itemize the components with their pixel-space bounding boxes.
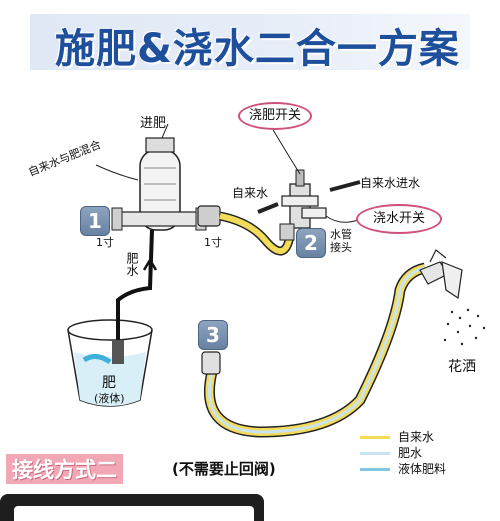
label-thread-left: 1寸: [96, 236, 114, 249]
fertilizer-injector: [111, 137, 207, 231]
section-subtitle: (不需要止回阀): [172, 460, 276, 478]
fertilizer-bucket: [67, 319, 153, 407]
tap-symbol-right: [329, 180, 361, 192]
tap-symbol-left: [257, 202, 279, 214]
legend-swatch-fert-water: [360, 452, 390, 455]
section-title: 接线方式二: [6, 454, 123, 484]
label-fert-switch: 浇肥开关: [238, 102, 312, 130]
legend-swatch-tap: [360, 436, 390, 439]
sprinkler-nozzle: [419, 249, 463, 300]
title-band: [30, 14, 470, 70]
step-badge-2: 2: [296, 228, 326, 258]
legend-swatch-liquid: [360, 468, 390, 471]
legend-label-tap: 自来水: [398, 430, 435, 444]
legend-label-liquid: 液体肥料: [398, 462, 447, 476]
label-fertilizer: 肥: [102, 375, 116, 391]
next-panel-content: [14, 506, 254, 521]
label-thread-right: 1寸: [204, 236, 222, 249]
label-sprinkler: 花洒: [448, 359, 476, 375]
spray-drops: [443, 308, 486, 346]
label-fert-in: 进肥: [140, 116, 167, 131]
label-water-switch: 浇水开关: [356, 204, 442, 234]
label-hose-joint: 水管接头: [330, 228, 352, 254]
step-badge-1: 1: [80, 206, 110, 236]
main-hose: [203, 262, 427, 438]
injector-outlet: [197, 205, 221, 227]
hose-end-connector: [201, 351, 221, 375]
flow-arrow-up: [142, 257, 158, 290]
label-tap-inlet: 自来水进水: [360, 176, 421, 190]
legend-label-fert-water: 肥水: [398, 446, 423, 460]
step-badge-3: 3: [198, 320, 228, 350]
page-title: 施肥&浇水二合一方案: [55, 26, 460, 72]
label-tap: 自来水: [232, 186, 269, 200]
label-fert-up: 肥水: [125, 252, 139, 276]
suction-filter: [112, 340, 124, 364]
label-fertilizer-liquid: (液体): [94, 392, 125, 405]
